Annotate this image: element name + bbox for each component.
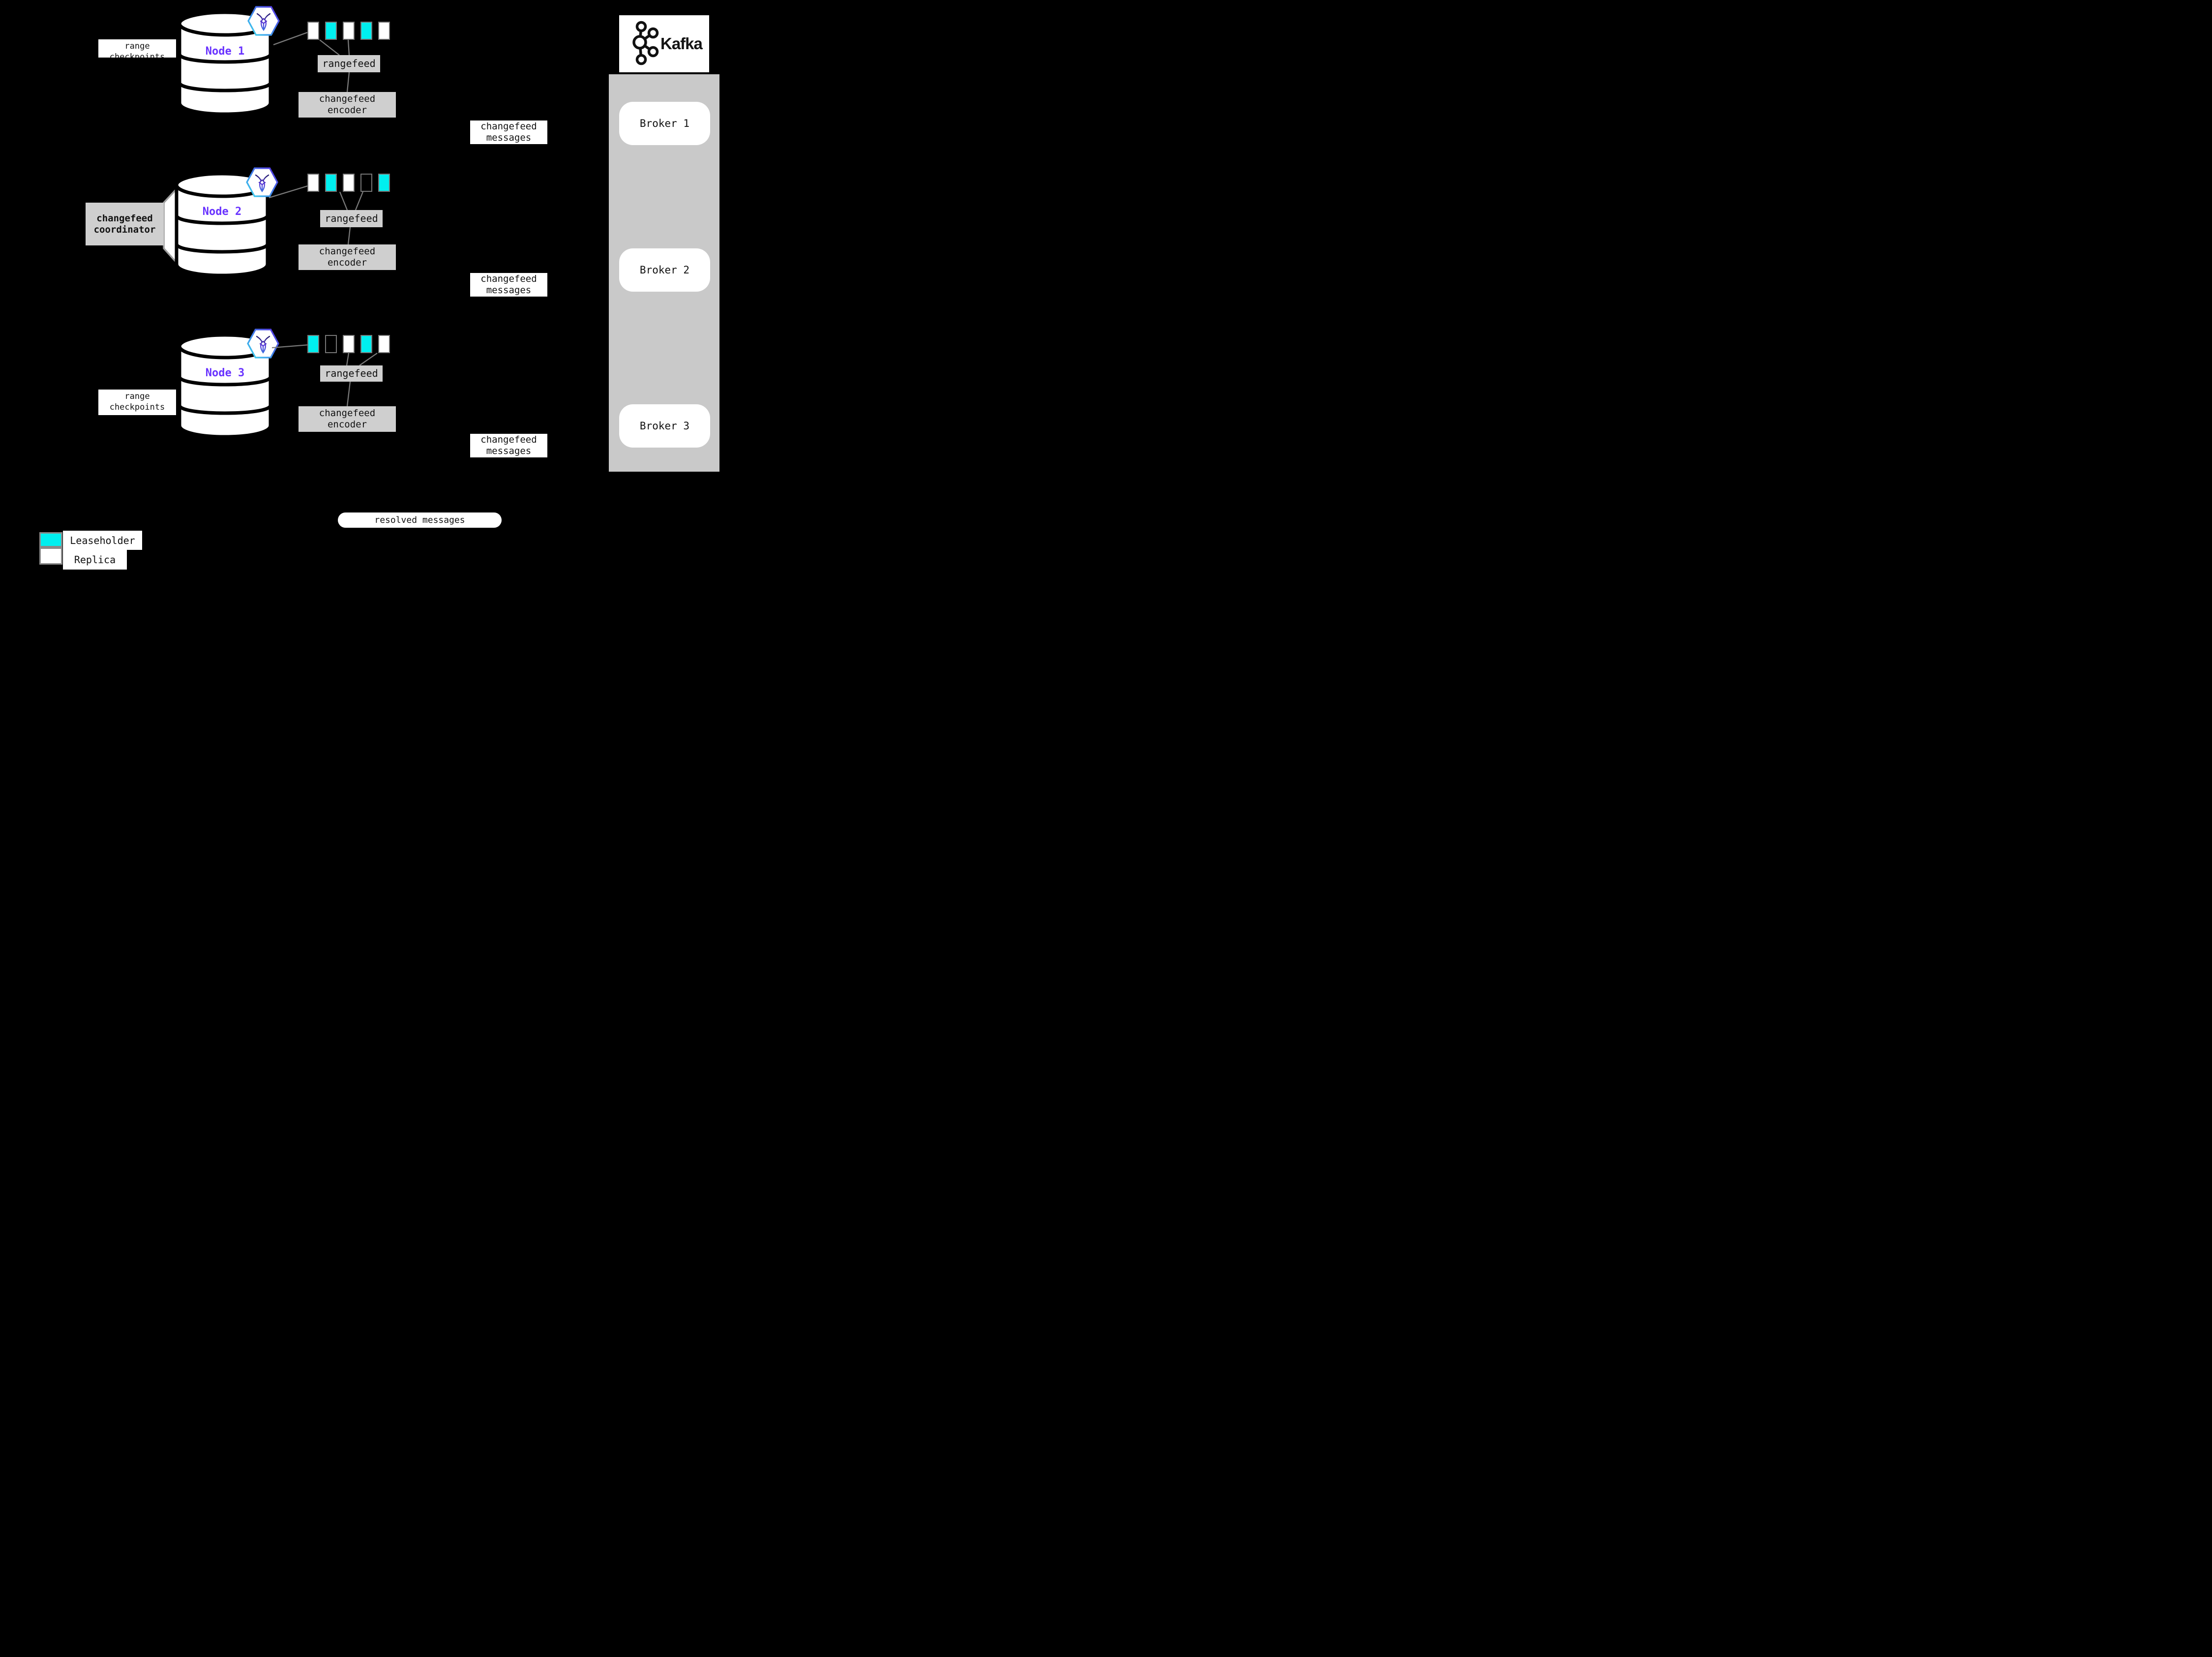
label-line: encoder [327, 419, 367, 430]
label-line: checkpoints [109, 52, 165, 58]
range-box [360, 22, 372, 40]
connector-line [355, 191, 364, 211]
connector-line [346, 72, 350, 92]
range-checkpoints-label: range checkpoints [98, 390, 176, 415]
connector-line [319, 39, 340, 56]
connector-line [339, 191, 348, 211]
label-line: encoder [327, 105, 367, 116]
node1-cylinder-icon [178, 10, 272, 116]
rangefeed-box: rangefeed [320, 365, 383, 382]
node1-label: Node 1 [205, 45, 245, 58]
range-box [360, 174, 372, 192]
range-box [343, 174, 355, 192]
range-box [378, 22, 390, 40]
label-line: changefeed [96, 212, 153, 224]
diagram-shapes-layer [83, 6, 718, 439]
range-box [307, 174, 319, 192]
legend-label-replica: Replica [63, 550, 127, 570]
changefeed-coordinator-box: changefeed coordinator [86, 203, 164, 245]
connector-lines [269, 31, 378, 407]
legend-swatch-leaseholder [39, 532, 62, 547]
connector-line [346, 353, 350, 366]
connector-line [347, 227, 351, 245]
range-box [325, 174, 337, 192]
node3-label: Node 3 [205, 367, 245, 379]
kafka-logo: Kafka [619, 15, 709, 72]
label-line: changefeed [319, 408, 376, 419]
kafka-wordmark: Kafka [660, 34, 703, 53]
node2-label: Node 2 [202, 206, 242, 218]
label-line: checkpoints [109, 402, 165, 412]
label-line: encoder [327, 257, 367, 268]
changefeed-messages-label: changefeed messages [470, 121, 547, 144]
label-line: messages [486, 285, 532, 296]
legend-label-leaseholder: Leaseholder [63, 531, 142, 550]
label-line: changefeed [480, 273, 537, 284]
label-line: changefeed [480, 434, 537, 445]
changefeed-messages-label: changefeed messages [470, 434, 547, 457]
connector-line [359, 353, 378, 366]
range-box [343, 335, 355, 353]
range-box [360, 335, 372, 353]
cockroachdb-icon [247, 329, 279, 359]
range-box [378, 174, 390, 192]
changefeed-encoder-box: changefeed encoder [299, 244, 396, 270]
range-box [307, 22, 319, 40]
changefeed-messages-label: changefeed messages [470, 273, 547, 297]
node2-cylinder-icon [175, 172, 269, 277]
cockroachdb-icon [246, 167, 278, 197]
label-line: messages [486, 446, 532, 456]
changefeed-encoder-box: changefeed encoder [299, 406, 396, 432]
arrow-right-icon [83, 222, 88, 226]
connector-line [346, 381, 351, 407]
kafka-icon [632, 21, 659, 65]
range-box [325, 22, 337, 40]
broker-box: Broker 1 [619, 102, 710, 145]
label-line: coordinator [93, 224, 156, 235]
label-line: range [124, 41, 150, 51]
kafka-container: Broker 1 Broker 2 Broker 3 [609, 74, 719, 472]
connector-line [347, 39, 350, 56]
rangefeed-box: rangefeed [318, 55, 380, 72]
label-line: changefeed [319, 246, 376, 257]
legend-swatch-replica [39, 547, 62, 565]
label-line: changefeed [319, 93, 376, 104]
label-line: messages [486, 132, 532, 143]
connector-line [273, 31, 308, 46]
changefeed-encoder-box: changefeed encoder [299, 92, 396, 118]
range-box [343, 22, 355, 40]
cockroachdb-icon [247, 6, 280, 36]
range-checkpoints-label: range checkpoints [98, 39, 176, 58]
range-box [325, 335, 337, 353]
broker-box: Broker 2 [619, 248, 710, 292]
changefeed-architecture-diagram: range checkpoints Node 1 rangefeed chang… [0, 0, 771, 577]
connector-line [271, 344, 310, 349]
label-line: changefeed [480, 121, 537, 132]
label-line: range [124, 392, 150, 401]
rangefeed-box: rangefeed [320, 210, 383, 227]
broker-box: Broker 3 [619, 404, 710, 448]
range-box [378, 335, 390, 353]
connector-line [269, 184, 310, 199]
resolved-messages-pill: resolved messages [338, 512, 502, 528]
range-box [307, 335, 319, 353]
